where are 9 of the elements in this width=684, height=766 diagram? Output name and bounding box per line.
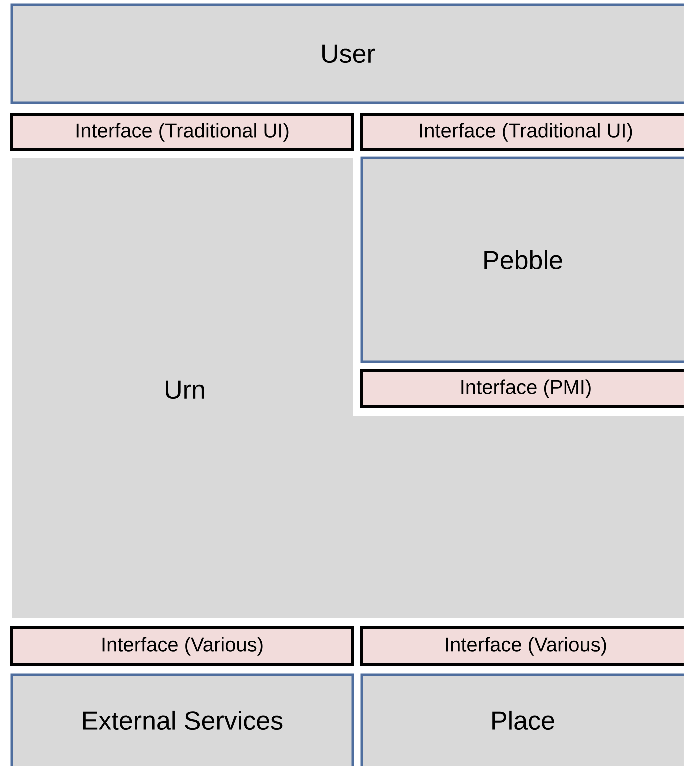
component-box: Place <box>360 674 684 766</box>
component-box: Pebble <box>360 156 684 364</box>
component-box: External Services <box>10 674 354 766</box>
interface-bar: Interface (Traditional UI) <box>360 114 684 152</box>
interface-bar: Interface (PMI) <box>360 370 684 408</box>
interface-bar: Interface (Various) <box>10 626 354 666</box>
interface-bar: Interface (Various) <box>360 626 684 666</box>
interface-bar: Interface (Traditional UI) <box>10 114 354 152</box>
component-box: User <box>10 4 684 104</box>
